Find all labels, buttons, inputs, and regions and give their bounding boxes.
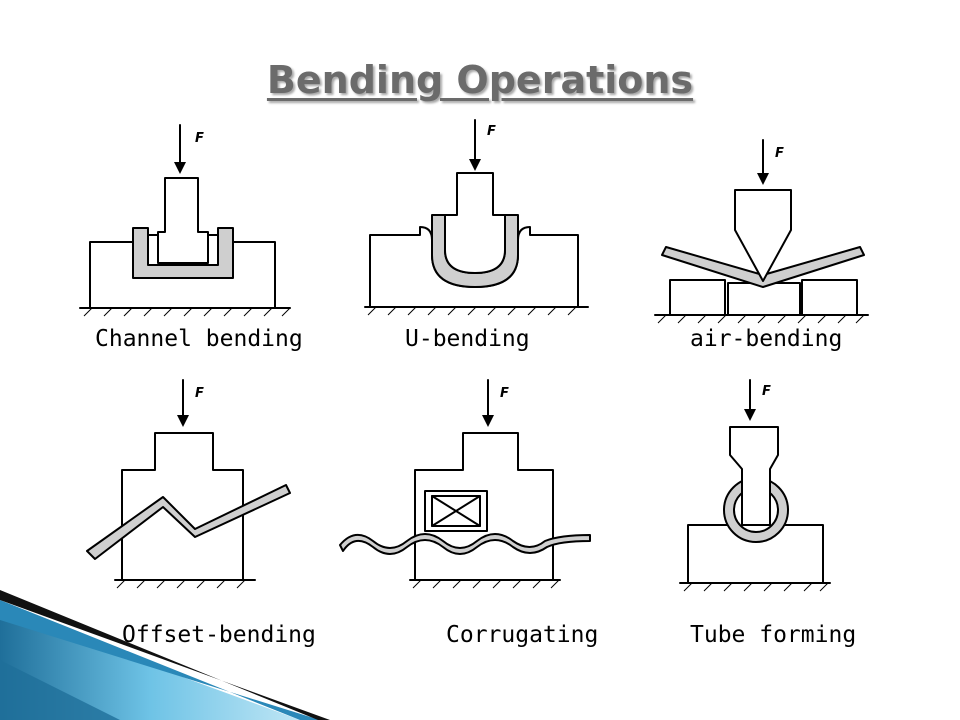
force-label: F bbox=[195, 386, 204, 401]
air-bending-diagram: F bbox=[650, 135, 870, 325]
u-bending-diagram: F bbox=[360, 115, 590, 320]
force-label: F bbox=[487, 124, 496, 139]
force-label: F bbox=[762, 384, 771, 399]
caption-offset-bending: Offset-bending bbox=[122, 622, 316, 648]
caption-tube-forming: Tube forming bbox=[690, 622, 857, 648]
force-label: F bbox=[775, 146, 784, 161]
tube-forming-diagram: F bbox=[670, 375, 850, 595]
caption-channel-bending: Channel bending bbox=[95, 326, 303, 352]
caption-u-bending: U-bending bbox=[405, 326, 530, 352]
caption-air-bending: air-bending bbox=[690, 326, 843, 352]
force-label: F bbox=[500, 386, 509, 401]
corrugating-diagram: F bbox=[335, 375, 600, 595]
slide-title: Bending Operations bbox=[266, 58, 694, 102]
offset-bending-diagram: F bbox=[75, 375, 315, 595]
caption-corrugating: Corrugating bbox=[446, 622, 599, 648]
decorative-swoosh bbox=[0, 590, 330, 720]
channel-bending-diagram: F bbox=[70, 120, 300, 320]
force-label: F bbox=[195, 131, 204, 146]
